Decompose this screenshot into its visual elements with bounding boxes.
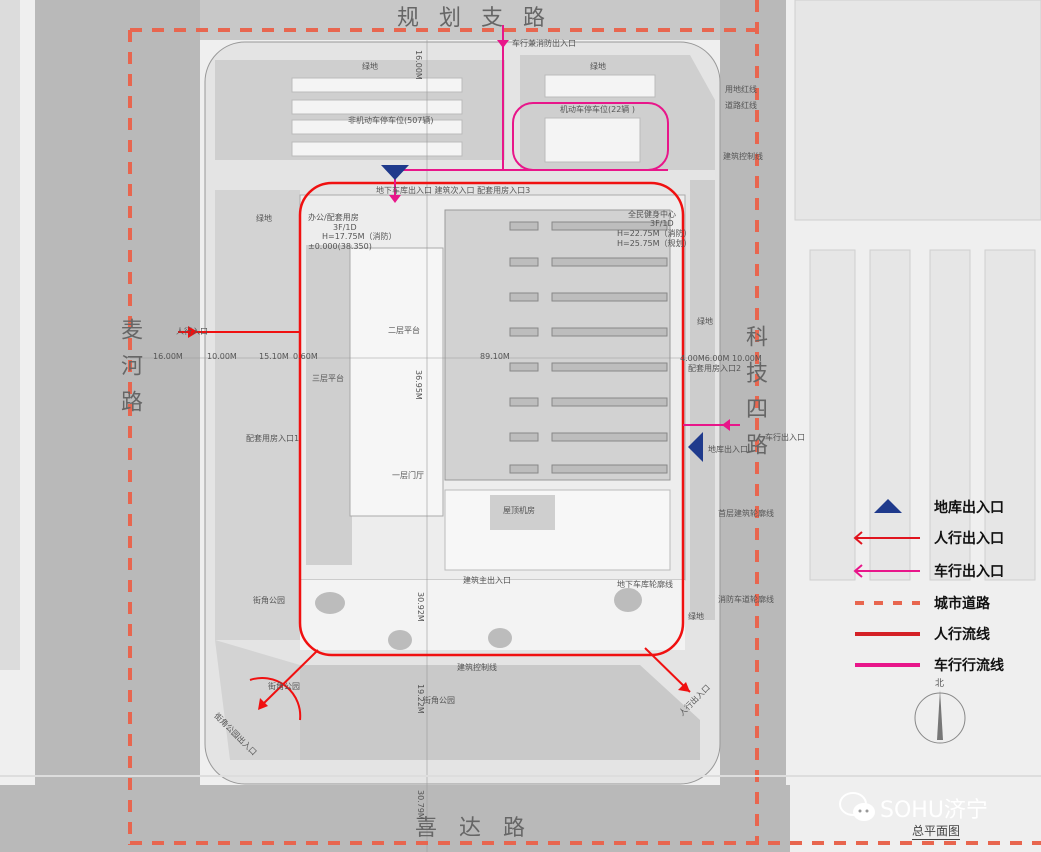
label-platform-2: 二层平台: [388, 326, 420, 335]
dimension: 30.79M: [416, 790, 425, 820]
label-lobby: 一层门厅: [392, 471, 424, 480]
city-road-lines: [128, 0, 1041, 845]
label-main-entrance: 建筑主出入口: [463, 576, 511, 585]
dashed-line-icon: [855, 601, 920, 605]
legend-label: 地库出入口: [934, 500, 1004, 516]
road-name-north: 规划支路: [397, 6, 566, 31]
road-name-west: 麦河路: [117, 318, 142, 426]
label-green: 绿地: [590, 62, 606, 71]
south-road: [0, 785, 790, 852]
label-top-entrances: 地下车库出入口 建筑次入口 配套用房入口3: [376, 186, 531, 195]
legend-label: 人行流线: [934, 627, 990, 643]
dimension: 89.10M: [480, 352, 510, 361]
arrow-left-icon: [853, 564, 920, 578]
solid-line-icon: [855, 663, 920, 667]
planters: [315, 588, 642, 650]
label-office-height: H=17.75M（消防）: [322, 232, 397, 241]
dimension: 19.22M: [416, 684, 425, 714]
dimension: 16.00M: [153, 352, 183, 361]
legend-label: 人行出入口: [934, 531, 1004, 547]
west-road: [35, 0, 200, 852]
legend-label: 车行行流线: [934, 658, 1004, 674]
dimension: 16.00M: [414, 50, 423, 80]
label-corner-park: 街角公园: [268, 682, 300, 691]
label-fitness-height-plan: H=25.75M（规划）: [617, 239, 692, 248]
label-green: 绿地: [697, 317, 713, 326]
garage-entrance-north-icon: [381, 165, 409, 180]
solid-line-icon: [855, 632, 920, 636]
legend-item: 地库出入口: [850, 497, 1004, 517]
pedestrian-flow-lines: [178, 331, 691, 721]
label-ped-entrance-west: 人行入口: [176, 327, 208, 336]
label-fitness-floors: 3F/1D: [650, 219, 674, 228]
skylights: [509, 221, 668, 474]
label-fire-lane-outline: 消防车道轮廓线: [718, 595, 774, 604]
label-aux-entrance-1: 配套用房入口1: [246, 434, 300, 443]
south-park: [300, 665, 700, 760]
label-bike-parking: 非机动车停车位(507辆): [348, 116, 434, 125]
road-name-east: 科技四路: [742, 325, 767, 469]
bike-parking-rows: [291, 77, 463, 157]
label-vehicle-entrance-east: 车行出入口: [765, 433, 805, 442]
label-office-elevation: ±0.000(38.350): [308, 242, 372, 251]
pedestrian-arrows: [188, 326, 690, 710]
legend-item: 车行出入口: [850, 561, 1004, 581]
office-block: [306, 245, 352, 565]
dimension: 30.92M: [416, 592, 425, 622]
east-green: [690, 180, 715, 620]
label-fitness-center: 全民健身中心: [628, 210, 676, 219]
label-green: 绿地: [688, 612, 704, 621]
label-office-floors: 3F/1D: [333, 223, 357, 232]
west-green: [215, 190, 300, 640]
legend-label: 城市道路: [934, 596, 990, 612]
arrow-left-icon: [853, 531, 920, 545]
dimension: 10.00M: [207, 352, 237, 361]
wechat-icon: [839, 792, 875, 821]
label-fitness-height-fire: H=22.75M（消防）: [617, 229, 692, 238]
label-road-line: 道路红线: [725, 101, 757, 110]
vehicle-arrows: [389, 40, 730, 431]
label-vehicle-fire-entrance: 车行兼消防出入口: [512, 39, 576, 48]
label-build-control: 建筑控制线: [457, 663, 497, 672]
label-garage-outline: 地下车库轮廓线: [617, 580, 673, 589]
label-platform-3: 三层平台: [312, 374, 344, 383]
label-ground-outline: 首层建筑轮廓线: [718, 509, 774, 518]
drawing-caption: 总平面图: [912, 824, 961, 840]
garage-entrance-east-icon: [688, 432, 703, 462]
label-green: 绿地: [256, 214, 272, 223]
legend-item: 城市道路: [850, 593, 990, 613]
label-office: 办公/配套用房: [308, 213, 359, 222]
dimension: 0.60M: [293, 352, 318, 361]
watermark: SOHU济宁: [880, 798, 988, 823]
label-corner-park: 街角公园: [253, 596, 285, 605]
label-aux-entrance-2: 配套用房入口2: [688, 364, 742, 373]
legend-item: 车行行流线: [850, 655, 1004, 675]
dimension: 36.95M: [414, 370, 423, 400]
label-garage-entrance-east: 地库出入口: [708, 445, 748, 454]
legend-label: 车行出入口: [934, 564, 1004, 580]
triangle-icon: [874, 499, 902, 513]
label-car-parking: 机动车停车位(22辆 ): [560, 105, 635, 114]
dimension: 15.10M: [259, 352, 289, 361]
road-name-south: 喜达路: [415, 816, 548, 841]
north-arrow-icon: [914, 690, 966, 744]
legend-item: 人行流线: [850, 624, 990, 644]
label-corner-park: 街角公园: [423, 696, 455, 705]
label-green: 绿地: [362, 62, 378, 71]
legend-item: 人行出入口: [850, 528, 1004, 548]
label-land-line: 用地红线: [725, 85, 757, 94]
dimension: 4.00M6.00M 10.00M: [680, 354, 762, 363]
pedestrian-flow-loop: [298, 181, 685, 657]
label-build-control: 建筑控制线: [723, 152, 763, 161]
east-buildings: [794, 0, 1041, 581]
north-label: 北: [935, 679, 945, 689]
label-roof-machine-room: 屋顶机房: [503, 506, 535, 515]
